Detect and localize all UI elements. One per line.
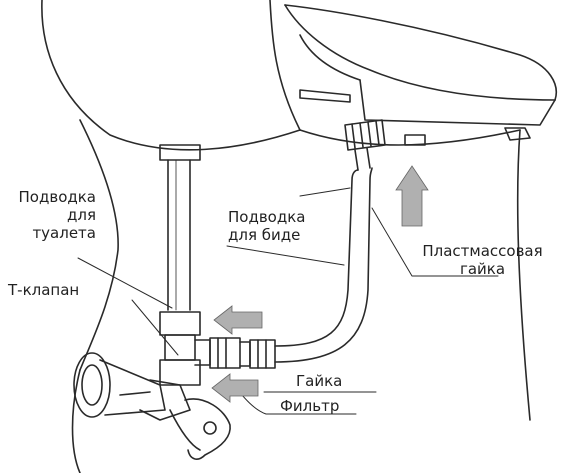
label-nut: Гайка	[296, 372, 343, 390]
label-bidet-supply-line-1: Подводка	[228, 208, 306, 226]
flow-arrow-nut	[211, 373, 259, 403]
toilet-body	[41, 0, 531, 473]
toilet-supply-pipe	[159, 144, 201, 311]
t-valve-body	[159, 311, 211, 386]
flow-arrow-plastic-nut	[395, 165, 429, 227]
label-bidet-supply: Подводка для биде	[228, 208, 305, 244]
label-t-valve: Т-клапан	[8, 281, 80, 299]
bidet-seat	[284, 4, 557, 146]
flow-arrow-filter	[213, 305, 263, 335]
label-toilet-supply: Подводка для туалета	[0, 188, 96, 242]
label-toilet-supply-line-1: Подводка	[18, 188, 96, 206]
label-toilet-supply-line-3: туалета	[32, 224, 96, 242]
shutoff-valve	[73, 352, 231, 460]
label-bidet-supply-line-2: для биде	[228, 226, 301, 244]
label-filter: Фильтр	[280, 397, 340, 415]
filter-branch	[209, 337, 276, 369]
plastic-nut	[344, 119, 386, 171]
label-toilet-supply-line-2: для	[67, 206, 96, 224]
bidet-supply-hose	[274, 167, 373, 363]
label-plastic-nut-line-2: гайка	[459, 260, 506, 278]
label-plastic-nut: Пластмассовая гайка	[405, 242, 560, 278]
label-plastic-nut-line-1: Пластмассовая	[422, 242, 543, 260]
